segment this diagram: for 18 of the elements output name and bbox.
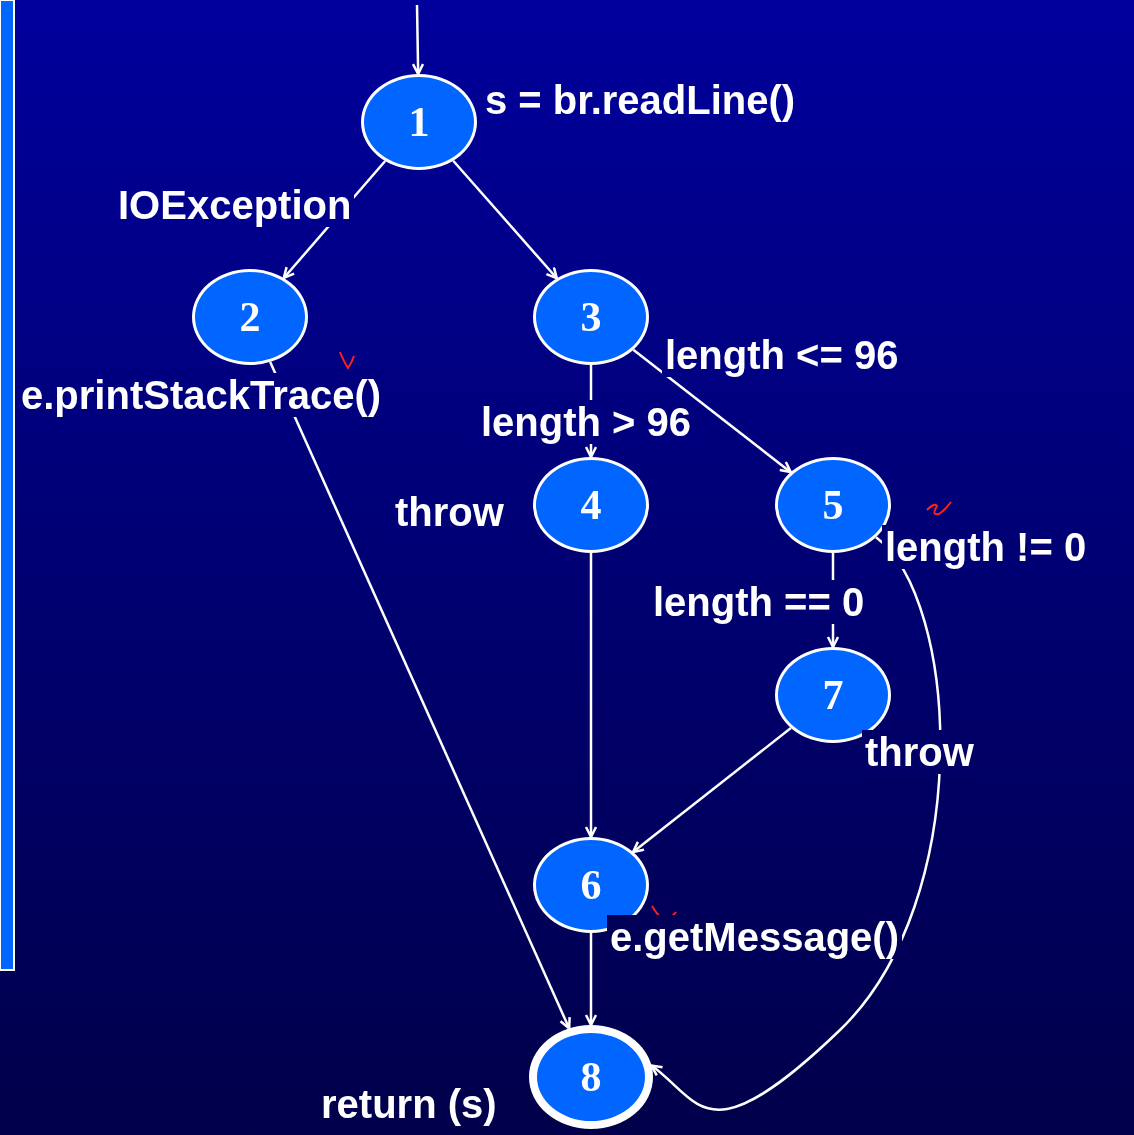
node-number: 5 xyxy=(822,484,844,526)
arrow xyxy=(650,536,942,1111)
arrow xyxy=(584,933,598,1027)
node-number: 6 xyxy=(580,864,602,906)
node-number: 3 xyxy=(580,296,602,338)
node-number: 7 xyxy=(822,674,844,716)
node-annotation: throw xyxy=(862,730,977,774)
node-number: 2 xyxy=(239,296,261,338)
node-annotation: e.getMessage() xyxy=(607,915,902,959)
arrow xyxy=(584,553,598,839)
arrow xyxy=(452,159,559,280)
node-number: 1 xyxy=(408,101,430,143)
arrow xyxy=(632,348,792,474)
arrow xyxy=(269,361,571,1030)
node-number: 4 xyxy=(580,484,602,526)
node-number: 8 xyxy=(580,1056,602,1098)
arrow xyxy=(631,727,792,854)
arrow xyxy=(411,4,425,76)
